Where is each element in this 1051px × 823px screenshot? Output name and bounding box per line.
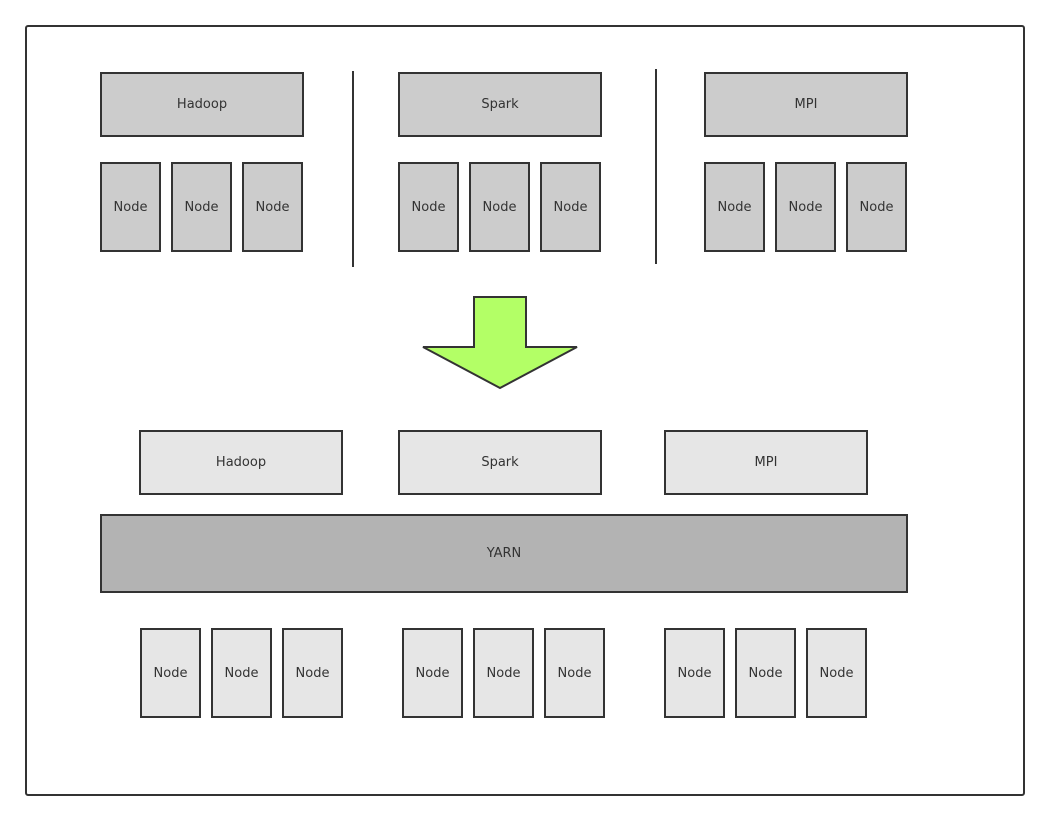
divider-2: [655, 69, 657, 264]
after-node-2-1: Node: [402, 628, 463, 718]
before-framework-spark: Spark: [398, 72, 602, 137]
down-arrow-icon: [422, 296, 578, 390]
after-node-3-1: Node: [664, 628, 725, 718]
after-node-1-1: Node: [140, 628, 201, 718]
after-framework-hadoop: Hadoop: [139, 430, 343, 495]
before-hadoop-node-3: Node: [242, 162, 303, 252]
before-hadoop-node-1: Node: [100, 162, 161, 252]
before-framework-hadoop: Hadoop: [100, 72, 304, 137]
divider-1: [352, 71, 354, 267]
after-framework-spark: Spark: [398, 430, 602, 495]
before-framework-mpi: MPI: [704, 72, 908, 137]
before-spark-node-2: Node: [469, 162, 530, 252]
before-spark-node-1: Node: [398, 162, 459, 252]
after-node-3-2: Node: [735, 628, 796, 718]
after-node-2-3: Node: [544, 628, 605, 718]
before-mpi-node-3: Node: [846, 162, 907, 252]
before-hadoop-node-2: Node: [171, 162, 232, 252]
after-framework-mpi: MPI: [664, 430, 868, 495]
before-spark-node-3: Node: [540, 162, 601, 252]
after-node-3-3: Node: [806, 628, 867, 718]
after-node-2-2: Node: [473, 628, 534, 718]
before-mpi-node-1: Node: [704, 162, 765, 252]
after-node-1-3: Node: [282, 628, 343, 718]
yarn-platform: YARN: [100, 514, 908, 593]
after-node-1-2: Node: [211, 628, 272, 718]
before-mpi-node-2: Node: [775, 162, 836, 252]
